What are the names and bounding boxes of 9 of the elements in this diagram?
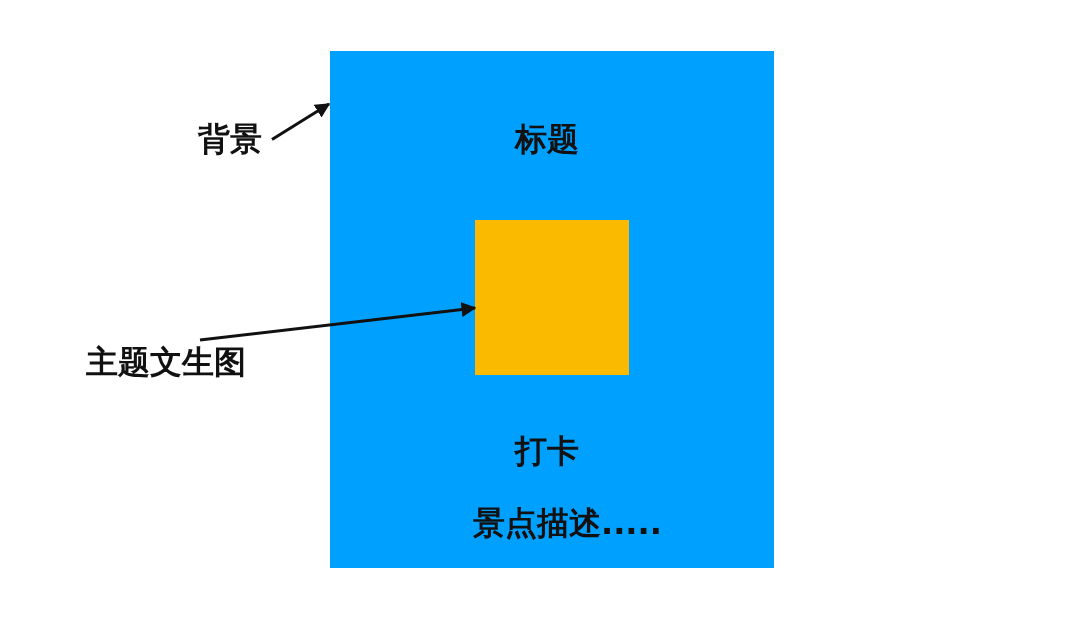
title-text: 标题 [515,122,579,158]
leader-arrow [271,102,331,141]
callout-label: 主题文生图 [86,345,246,381]
leader-arrow [199,302,477,342]
check-in-text: 打卡 [515,434,579,470]
description-text: 景点描述..... [473,506,662,542]
background-panel [330,51,774,568]
callout-label: 背景 [198,122,262,158]
image-placeholder [475,220,629,375]
